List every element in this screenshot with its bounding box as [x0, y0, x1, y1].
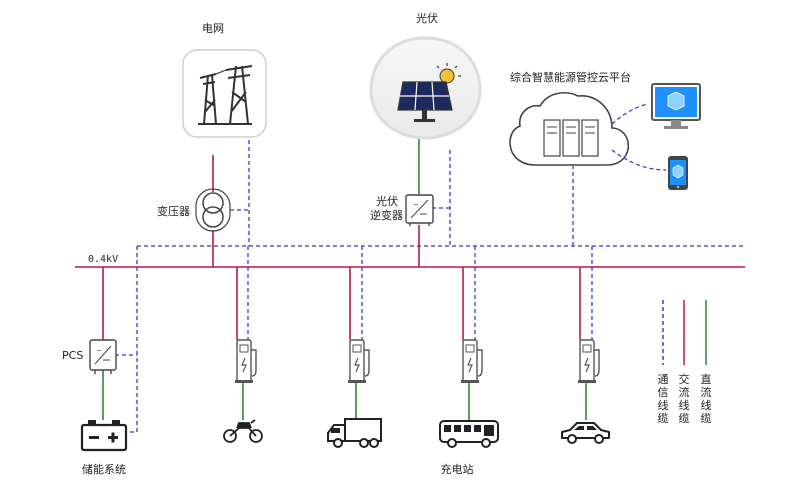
legend-char: 流 [701, 385, 712, 399]
ev-charger-icon [578, 339, 600, 383]
pv-inverter-label-line2: 逆变器 [370, 208, 403, 222]
server-rack-icon [543, 119, 599, 157]
power-tower-icon [198, 65, 253, 125]
pv-inverter-node: 光伏 逆变器 ~ [370, 194, 434, 226]
cloud-device-links [611, 103, 667, 171]
legend-char: 流 [679, 385, 690, 399]
storage-node: PCS ~ 储能系统 [62, 339, 128, 476]
truck-icon [327, 418, 382, 448]
solar-panel-icon [397, 63, 461, 122]
comm-pcs-loop [122, 246, 138, 433]
pv-label: 光伏 [416, 11, 438, 25]
legend-char: 直 [701, 372, 712, 386]
communication-cables [115, 140, 745, 433]
pv-inverter-label-line1: 光伏 [376, 194, 398, 208]
cloud-platform-node: 综合智慧能源管控云平台 [509, 70, 701, 190]
pcs-label: PCS [62, 349, 83, 362]
battery-icon [80, 420, 128, 452]
charging-station-label: 充电站 [441, 462, 474, 476]
legend-char: 交 [679, 372, 690, 386]
sun-icon [439, 68, 455, 84]
legend-char: 缆 [679, 412, 690, 425]
converter-icon: ~ [89, 339, 117, 374]
ac-cables [75, 155, 745, 340]
cloud-platform-label: 综合智慧能源管控云平台 [510, 70, 631, 84]
storage-system-label: 储能系统 [82, 462, 126, 476]
grid-node: 电网 [182, 22, 267, 138]
legend-char: 缆 [701, 412, 712, 425]
ev-charger-icon [348, 339, 370, 383]
grid-label: 电网 [202, 22, 224, 35]
transformer-node: 变压器 [157, 188, 231, 232]
phone-icon [668, 156, 688, 190]
pv-node: 光伏 [369, 11, 482, 140]
legend-char: 线 [701, 398, 712, 412]
svg-text:~: ~ [96, 347, 102, 355]
charging-station-group [235, 339, 600, 383]
inverter-icon: ~ [405, 194, 434, 226]
legend-char: 缆 [658, 412, 669, 425]
car-icon [561, 422, 610, 444]
motorcycle-icon [223, 419, 263, 443]
transformer-icon [195, 188, 231, 232]
legend-char: 线 [679, 398, 690, 412]
ev-charger-icon [461, 339, 483, 383]
transformer-label: 变压器 [157, 204, 190, 218]
legend-char: 信 [658, 386, 669, 399]
bus-icon [439, 420, 499, 448]
ev-charger-icon [235, 339, 257, 383]
dc-cables [102, 130, 587, 420]
legend-char: 线 [658, 398, 669, 412]
monitor-icon [651, 83, 701, 129]
svg-text:~: ~ [413, 201, 419, 209]
bus-voltage-label: 0.4kV [88, 254, 118, 265]
legend-char: 通 [658, 373, 669, 386]
